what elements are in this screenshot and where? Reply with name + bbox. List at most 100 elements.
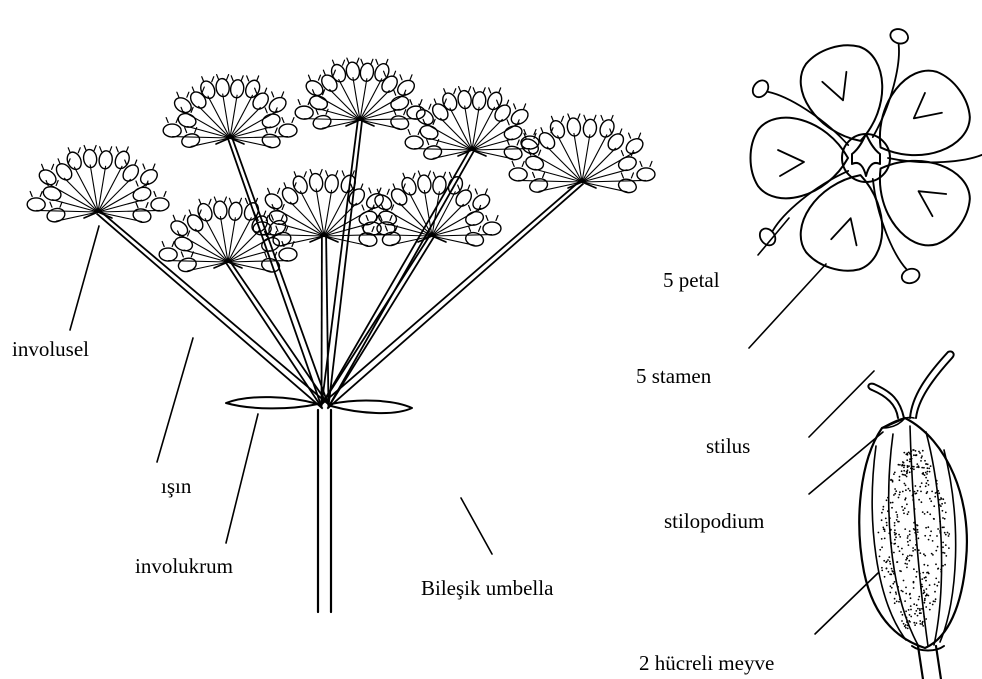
stipple-dot <box>936 480 938 482</box>
flower-bud <box>329 62 348 84</box>
stipple-dot <box>897 586 899 588</box>
flower-bud <box>440 91 459 113</box>
stamens <box>750 27 982 286</box>
stipple-dot <box>894 529 896 531</box>
stipple-dot <box>929 535 931 537</box>
stipple-dot <box>912 499 914 501</box>
stipple-dot <box>884 529 886 531</box>
stipple-dot <box>921 501 923 503</box>
label-meyve: 2 hücreli meyve <box>639 653 774 674</box>
stipple-dot <box>894 539 896 541</box>
bud-tip <box>272 92 284 97</box>
stipple-dot <box>922 572 924 574</box>
stipple-dot <box>906 471 908 473</box>
stipple-dot <box>893 494 895 496</box>
stipple-dot <box>924 460 926 462</box>
bud-tip <box>166 118 178 123</box>
pedicel <box>168 261 228 262</box>
stipple-dot <box>899 479 901 481</box>
stipple-dot <box>902 461 904 463</box>
stipple-dot <box>935 578 937 580</box>
stipple-dot <box>886 522 888 524</box>
stamen-4 <box>756 167 857 248</box>
bud-tip <box>400 75 412 80</box>
stipple-dot <box>899 536 901 538</box>
stipple-dot <box>923 553 925 555</box>
stipple-dot <box>910 450 912 452</box>
flower-bud <box>319 72 341 94</box>
stipple-dot <box>924 474 926 476</box>
flower-bud <box>138 167 160 188</box>
stipple-dot <box>928 595 930 597</box>
stipple-dot <box>901 506 903 508</box>
stipple-dot <box>887 497 889 499</box>
stipple-dot <box>930 530 932 532</box>
stipple-dot <box>937 546 939 548</box>
stipple-dot <box>921 623 923 625</box>
stipple-dot <box>944 518 946 520</box>
pedicel <box>98 210 160 212</box>
stipple-dot <box>927 471 929 473</box>
stipple-dot <box>915 485 917 487</box>
stipple-dot <box>902 491 904 493</box>
stipple-dot <box>940 505 942 507</box>
stipple-dot <box>893 543 895 545</box>
stipple-dot <box>905 627 907 629</box>
stipple-dot <box>884 576 886 578</box>
stipple-dot <box>890 502 892 504</box>
pedicel <box>472 149 530 150</box>
flower-bud <box>509 168 527 182</box>
style-right <box>910 351 954 418</box>
stipple-dot <box>899 494 901 496</box>
stipple-dot <box>937 528 939 530</box>
stipple-dot <box>907 535 909 537</box>
stipple-dot <box>927 463 929 465</box>
stipple-dot <box>936 585 938 587</box>
bud-tip <box>308 75 320 80</box>
label-stamen: 5 stamen <box>636 366 711 387</box>
stipple-dot <box>908 488 910 490</box>
stipple-dot <box>882 509 884 511</box>
stipple-dot <box>878 532 880 534</box>
stipple-dot <box>906 563 908 565</box>
stipple-dot <box>942 546 944 548</box>
stipple-dot <box>897 516 899 518</box>
stipple-dot <box>915 450 917 452</box>
pedicel <box>372 235 432 236</box>
stipple-dot <box>925 580 927 582</box>
stipple-dot <box>907 537 909 539</box>
stipple-dot <box>924 602 926 604</box>
umbel-rays <box>97 120 584 409</box>
flower-bud <box>291 174 310 196</box>
bud-tip <box>629 133 641 138</box>
stipple-dot <box>945 544 947 546</box>
stipple-dot <box>944 564 946 566</box>
flower-bud <box>37 167 59 188</box>
stipple-dot <box>904 465 906 467</box>
stipple-dot <box>932 604 934 606</box>
bud-tip <box>125 160 137 165</box>
stipple-dot <box>915 539 917 541</box>
flower-bud <box>272 231 293 248</box>
stipple-dot <box>934 496 936 498</box>
stipple-dot <box>933 505 935 507</box>
stipple-dot <box>915 610 917 612</box>
stipple-dot <box>881 546 883 548</box>
stipple-dot <box>935 598 937 600</box>
stipple-dot <box>921 457 923 459</box>
umbellet-0 <box>27 146 169 225</box>
stipple-dot <box>889 573 891 575</box>
style-left <box>868 384 904 418</box>
stipple-dot <box>932 540 934 542</box>
compound-umbel-illustration <box>27 58 655 612</box>
stamen-anther <box>889 27 910 46</box>
stipple-dot <box>905 610 907 612</box>
pedicel <box>230 137 288 138</box>
bud-tip <box>271 215 283 220</box>
stipple-dot <box>894 488 896 490</box>
stipple-dot <box>914 624 916 626</box>
stipple-dot <box>907 454 909 456</box>
flower-bud <box>120 162 142 184</box>
stipple-dot <box>886 525 888 527</box>
umbellets <box>27 58 655 274</box>
